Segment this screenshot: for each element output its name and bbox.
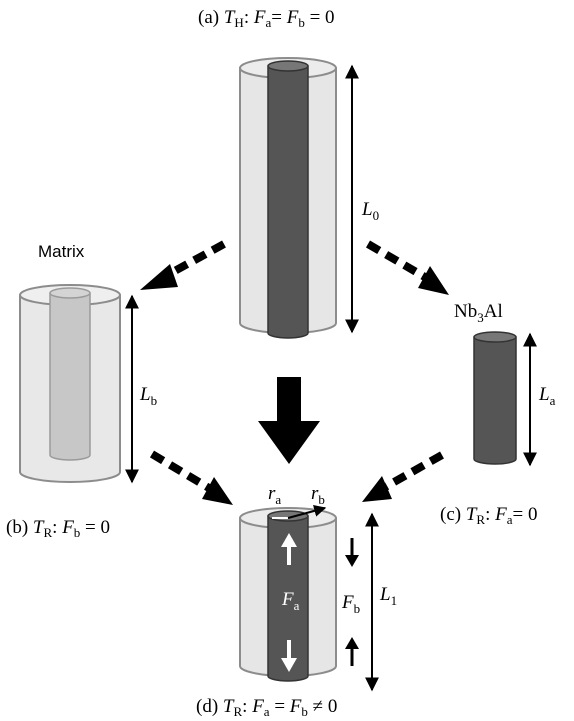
state-label-a: (a) TH: Fa= Fb = 0 <box>198 7 335 30</box>
dashed-arrow-to-nb3al <box>365 240 449 295</box>
radius-rb-arrow <box>287 505 327 519</box>
dimension-label-L0: L0 <box>361 199 379 223</box>
state-label-c: (c) TR: Fa= 0 <box>440 504 537 527</box>
dimension-label-L1: L1 <box>379 584 397 608</box>
filament-d <box>267 516 309 682</box>
state-label-b: (b) TR: Fb = 0 <box>6 517 110 540</box>
radius-label-ra: ra <box>268 483 281 507</box>
force-label-Fa: Fa <box>281 589 300 613</box>
force-arrow-matrix-up-icon <box>345 637 359 666</box>
material-label-matrix: Matrix <box>38 242 85 261</box>
filament-a <box>267 66 309 339</box>
dimension-label-La: La <box>538 384 556 408</box>
composite-cylinder-a <box>239 57 337 339</box>
composite-cylinder-d <box>239 507 337 682</box>
material-label-nb3al: Nb3Al <box>454 301 503 325</box>
dashed-arrow-to-matrix <box>140 240 226 290</box>
dimension-label-Lb: Lb <box>139 384 157 408</box>
force-arrow-matrix-down-icon <box>345 538 359 567</box>
dashed-arrow-nb3al-to-d <box>362 451 444 502</box>
state-label-d: (d) TR: Fa = Fb ≠ 0 <box>196 696 337 719</box>
large-down-arrow-icon <box>258 377 320 464</box>
force-arrow-up-icon <box>281 533 297 565</box>
dashed-arrow-matrix-to-d <box>149 450 233 505</box>
force-arrow-down-icon <box>281 640 297 672</box>
force-label-Fb: Fb <box>341 592 360 616</box>
matrix-tube-b <box>19 284 121 483</box>
radius-label-rb: rb <box>311 483 325 507</box>
filament-c <box>473 331 517 465</box>
